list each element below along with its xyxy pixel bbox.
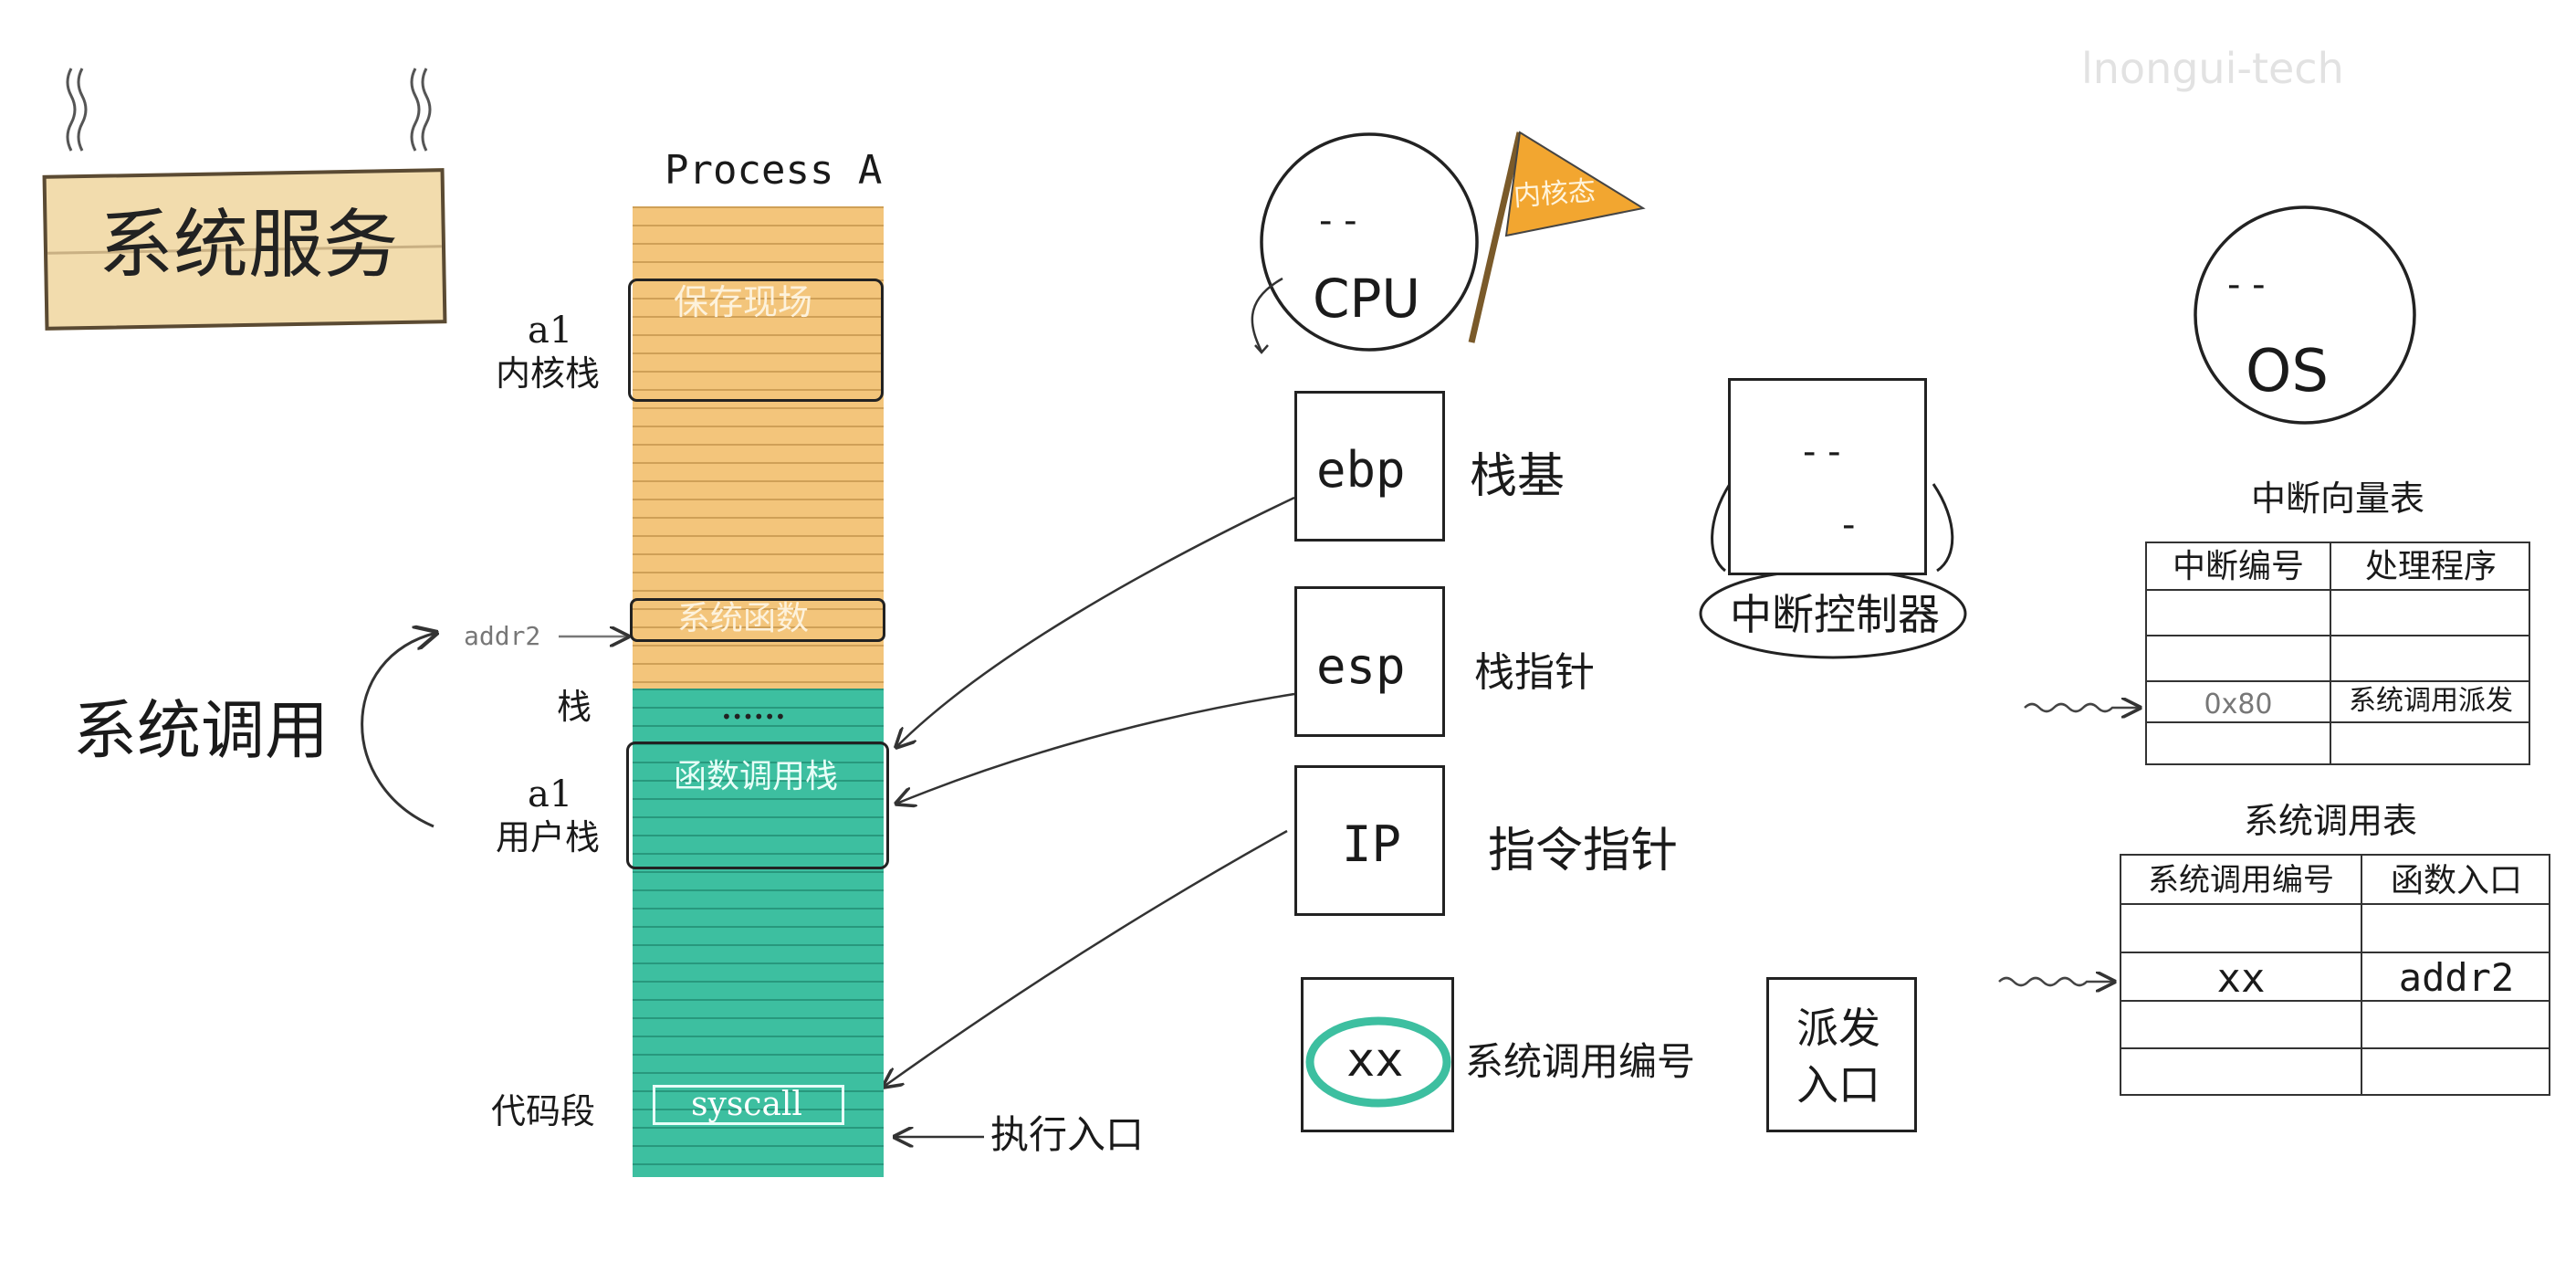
user-stack-a1: a1 [528, 773, 573, 815]
register-ebp-name: ebp [1316, 441, 1406, 499]
process-title: Process A [665, 147, 883, 194]
ic-arms [1711, 483, 1954, 573]
sign-label: 系统服务 [99, 202, 399, 289]
ic-face: - - [1803, 431, 1841, 473]
register-esp-desc: 栈指针 [1474, 649, 1595, 696]
sct-title: 系统调用表 [2244, 801, 2418, 841]
sct-row-1-col-1: addr2 [2398, 955, 2515, 1000]
register-ip-name: IP [1342, 815, 1402, 873]
kernel-stack-a1: a1 [528, 310, 573, 352]
kernel-mode-flag [1504, 131, 1646, 237]
sct-table: 系统调用编号 函数入口 xx addr2 [2120, 854, 2550, 1096]
ivt-header-1: 处理程序 [2364, 548, 2497, 585]
register-xx-desc: 系统调用编号 [1465, 1039, 1696, 1084]
os-label: OS [2246, 338, 2329, 405]
sign-wire-left2 [77, 68, 88, 152]
stack-label: 栈 [557, 687, 592, 727]
interrupt-controller-box [1728, 378, 1927, 575]
sign-wire-left [66, 68, 77, 152]
syscall-side-label: 系统调用 [73, 693, 329, 768]
flag-pole [1468, 131, 1524, 343]
os-circle [2194, 205, 2416, 425]
call-stack-frame [626, 741, 889, 869]
ivt-row-2-col-1: 系统调用派发 [2349, 685, 2513, 717]
addr2-label: addr2 [464, 621, 541, 651]
ebp-arrow [896, 496, 1295, 747]
os-face: - - [2227, 264, 2266, 306]
syscall-func-frame [630, 598, 885, 642]
kernel-stack-region [633, 206, 884, 689]
syscall-box [653, 1085, 844, 1125]
dispatch-entry-box [1766, 977, 1917, 1132]
register-xx-box [1301, 977, 1454, 1132]
dispatch-line1: 派发 [1796, 1004, 1880, 1053]
stack-dots: •••••• [721, 706, 786, 728]
register-ebp-desc: 栈基 [1470, 449, 1565, 504]
sign-wire-right [410, 68, 421, 152]
register-esp-box [1294, 586, 1445, 737]
syscall-func-label: 系统函数 [677, 600, 810, 637]
ivt-wavy-arrow [2024, 704, 2140, 711]
xx-highlight [1305, 1016, 1451, 1108]
ip-arrow [884, 829, 1288, 1087]
cpu-label: CPU [1313, 268, 1420, 330]
code-segment-label: 代码段 [491, 1091, 596, 1131]
register-xx-name: xx [1346, 1033, 1404, 1088]
cpu-circle [1260, 132, 1479, 352]
ivt-title: 中断向量表 [2251, 479, 2425, 519]
syscall-curve-arrow [361, 633, 436, 828]
cpu-arm [1251, 277, 1283, 352]
sct-wavy-arrow [1998, 978, 2114, 985]
register-ebp-box [1294, 391, 1445, 542]
entry-label: 执行入口 [990, 1112, 1145, 1157]
ic-mouth: - [1842, 504, 1856, 546]
kernel-mode-label: 内核态 [1512, 174, 1597, 214]
register-ip-box [1294, 765, 1445, 916]
register-esp-name: esp [1316, 637, 1406, 695]
sct-row-1-col-0: xx [2216, 955, 2266, 1002]
esp-arrow [896, 692, 1295, 804]
cpu-face: - - [1319, 200, 1357, 242]
sct-header-0: 系统调用编号 [2148, 862, 2334, 899]
sign-wire-right2 [421, 68, 432, 152]
register-ip-desc: 指令指针 [1488, 824, 1679, 878]
save-context-label: 保存现场 [674, 282, 813, 322]
save-context-frame [628, 279, 884, 402]
call-stack-label: 函数调用栈 [674, 758, 839, 795]
kernel-stack-label: 内核栈 [496, 353, 601, 394]
ic-label: 中断控制器 [1730, 590, 1940, 639]
ivt-row-2-col-0: 0x80 [2204, 689, 2273, 720]
ivt-header-0: 中断编号 [2172, 548, 2304, 585]
user-stack-label: 用户栈 [496, 817, 601, 857]
watermark: lnongui-tech [2081, 44, 2344, 93]
user-stack-region [633, 689, 884, 1177]
syscall-label: syscall [691, 1086, 802, 1123]
dispatch-line2: 入口 [1796, 1060, 1880, 1110]
ivt-table: 中断编号 处理程序 0x80 系统调用派发 [2145, 542, 2530, 765]
sct-header-1: 函数入口 [2390, 862, 2522, 899]
